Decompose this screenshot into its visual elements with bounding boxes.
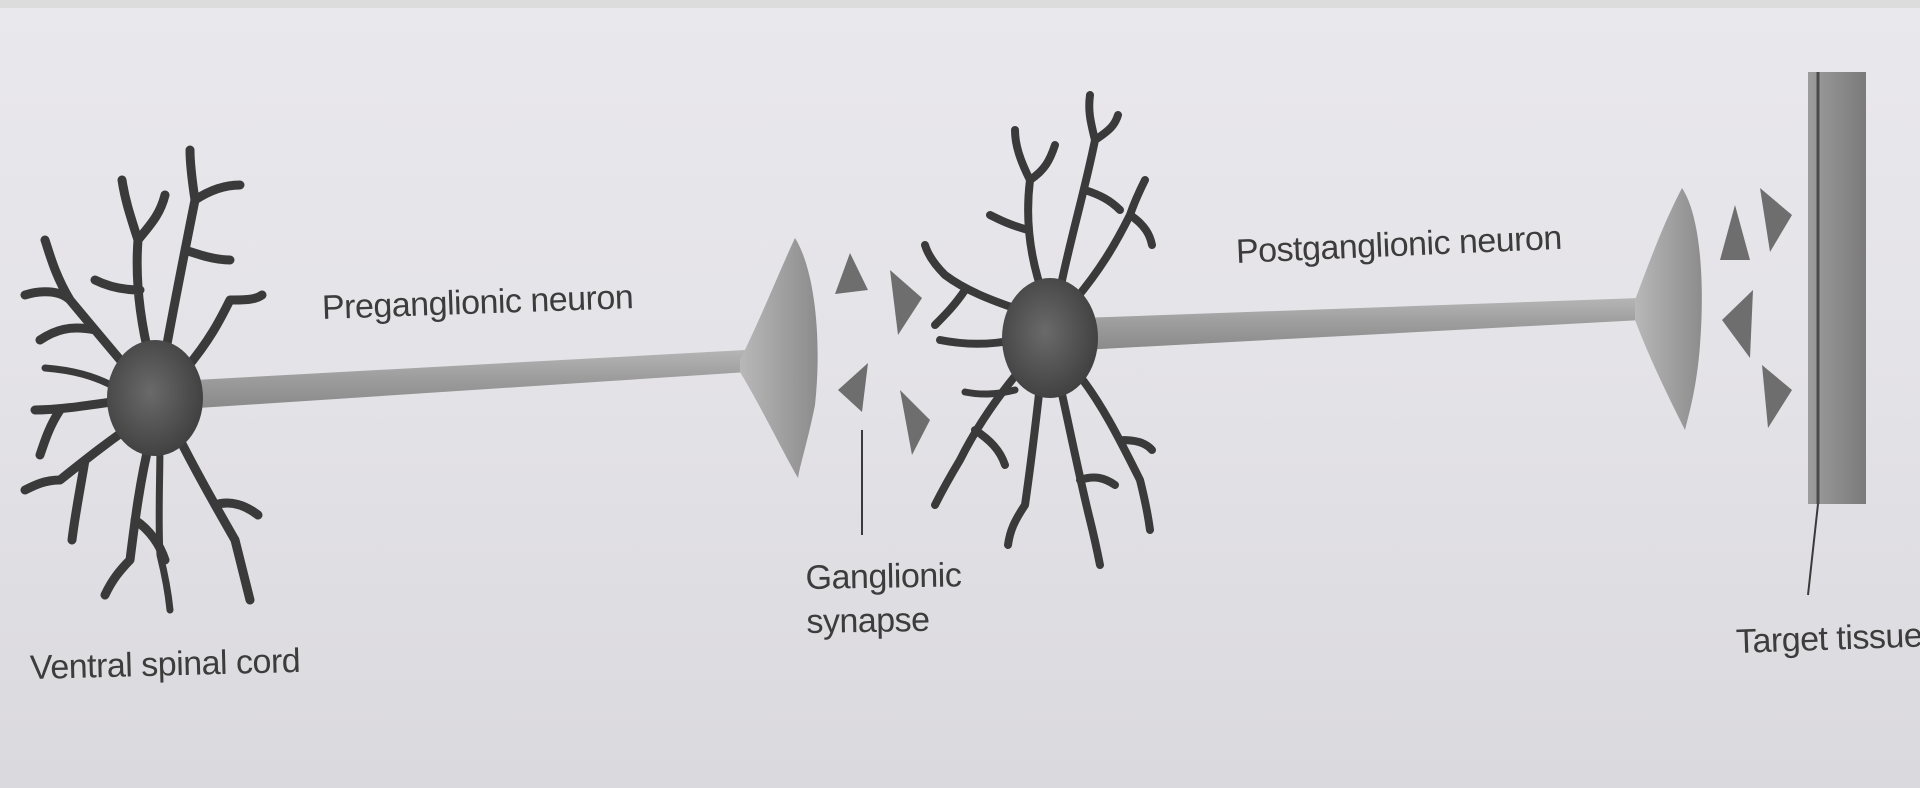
preganglionic-terminal [740, 238, 818, 478]
ventral-spinal-cord-label: Ventral spinal cord [29, 641, 300, 688]
neurotransmitter-triangle [1762, 365, 1792, 428]
neurotransmitter-triangle [900, 390, 930, 455]
postganglionic-axon [1080, 298, 1642, 350]
ganglionic-synapse-label-line1: Ganglionic [805, 553, 961, 600]
target-tissue-pointer [1808, 504, 1818, 595]
neurotransmitter-triangle [1720, 205, 1750, 260]
neurotransmitter-triangle [890, 270, 922, 335]
preganglionic-soma [107, 340, 203, 456]
neurotransmitter-triangle [838, 363, 868, 412]
postganglionic-terminal [1635, 188, 1702, 430]
preganglionic-axon [195, 350, 748, 408]
neurotransmitter-triangle [1722, 290, 1753, 358]
neurotransmitter-triangle [835, 253, 868, 294]
postganglionic-soma [1002, 278, 1098, 398]
target-tissue-label: Target tissue [1735, 616, 1920, 662]
ganglionic-synapse-label: Ganglionic synapse [805, 553, 962, 644]
neurotransmitter-triangles-ganglionic [835, 253, 930, 455]
ganglionic-synapse-label-line2: synapse [806, 597, 962, 644]
neurotransmitter-triangle [1760, 188, 1792, 252]
neurotransmitter-triangles-target [1720, 188, 1792, 428]
